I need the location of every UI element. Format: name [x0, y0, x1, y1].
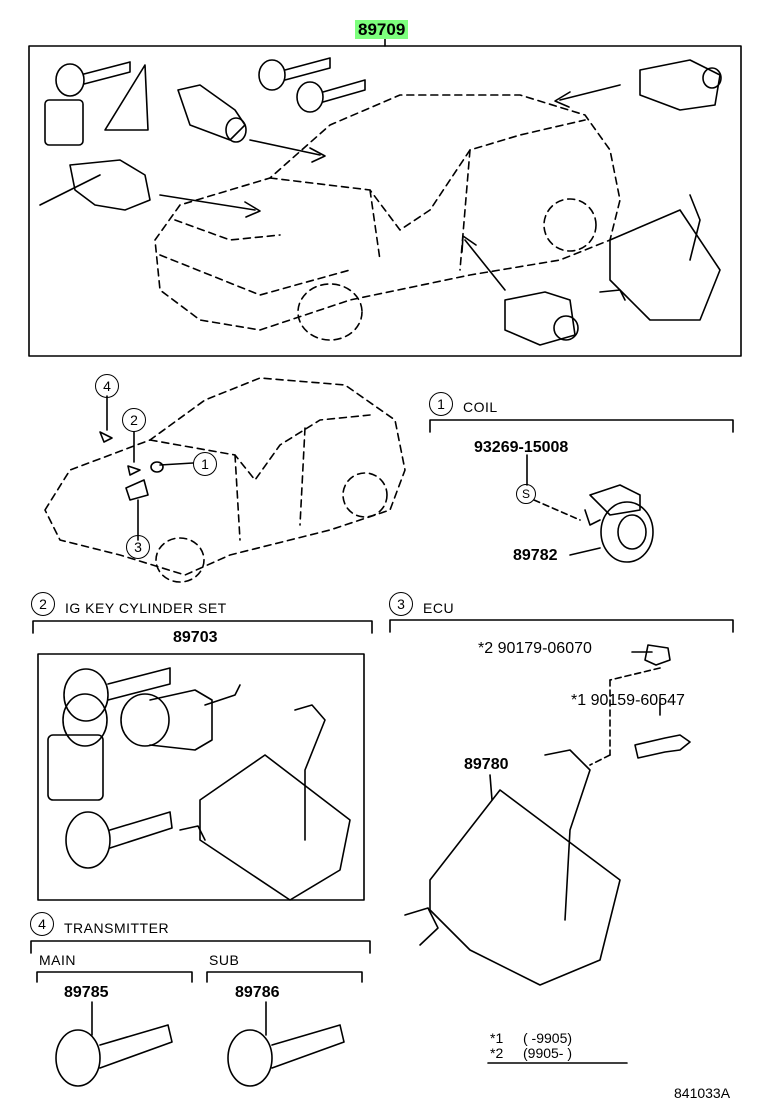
callout-1[interactable]: 1 — [193, 452, 217, 476]
ecu-section-lines — [389, 619, 734, 986]
top-car-outline — [154, 94, 621, 341]
ecu-index-badge: 3 — [389, 592, 413, 616]
callout-4[interactable]: 4 — [95, 374, 119, 398]
ecu-title: ECU — [423, 600, 455, 616]
top-assembly-frame — [28, 45, 742, 357]
ig-index-badge: 2 — [31, 592, 55, 616]
middle-callout-leaders — [99, 395, 194, 541]
transmitter-sub-part-number[interactable]: 89786 — [235, 984, 280, 1001]
callout-3[interactable]: 3 — [126, 535, 150, 559]
top-keys — [44, 57, 366, 146]
coil-screw-part-number[interactable]: 93269-15008 — [474, 439, 569, 456]
ig-title: IG KEY CYLINDER SET — [65, 600, 227, 616]
transmitter-main-part-number[interactable]: 89785 — [64, 984, 109, 1001]
main-part-number[interactable]: 89709 — [355, 20, 409, 40]
ig-section-lines — [32, 620, 373, 901]
ecu-nut-part-number[interactable]: *2 90179-06070 — [478, 640, 592, 657]
transmitter-sub-label: SUB — [209, 952, 240, 968]
callout-2[interactable]: 2 — [122, 408, 146, 432]
transmitter-index-badge: 4 — [30, 912, 54, 936]
top-lock-parts — [39, 59, 722, 346]
diagram-code: 841033A — [674, 1085, 731, 1101]
ecu-part-number[interactable]: 89780 — [464, 756, 509, 773]
transmitter-section-lines — [30, 940, 371, 1087]
note-1-value: ( -9905) — [523, 1030, 573, 1046]
note-1-key: *1 — [490, 1030, 504, 1046]
transmitter-title: TRANSMITTER — [64, 920, 170, 936]
coil-part-number[interactable]: 89782 — [513, 547, 558, 564]
screw-symbol: S — [516, 484, 536, 504]
coil-index-badge: 1 — [429, 392, 453, 416]
top-arrows — [159, 84, 621, 291]
coil-title: COIL — [463, 399, 498, 415]
middle-car-outline — [44, 377, 406, 583]
coil-section-lines — [429, 419, 734, 563]
transmitter-main-label: MAIN — [39, 952, 76, 968]
ig-part-number[interactable]: 89703 — [173, 629, 218, 646]
note-2-value: (9905- ) — [523, 1045, 573, 1061]
note-2-key: *2 — [490, 1045, 504, 1061]
ecu-bolt-part-number[interactable]: *1 90159-60547 — [571, 692, 685, 709]
